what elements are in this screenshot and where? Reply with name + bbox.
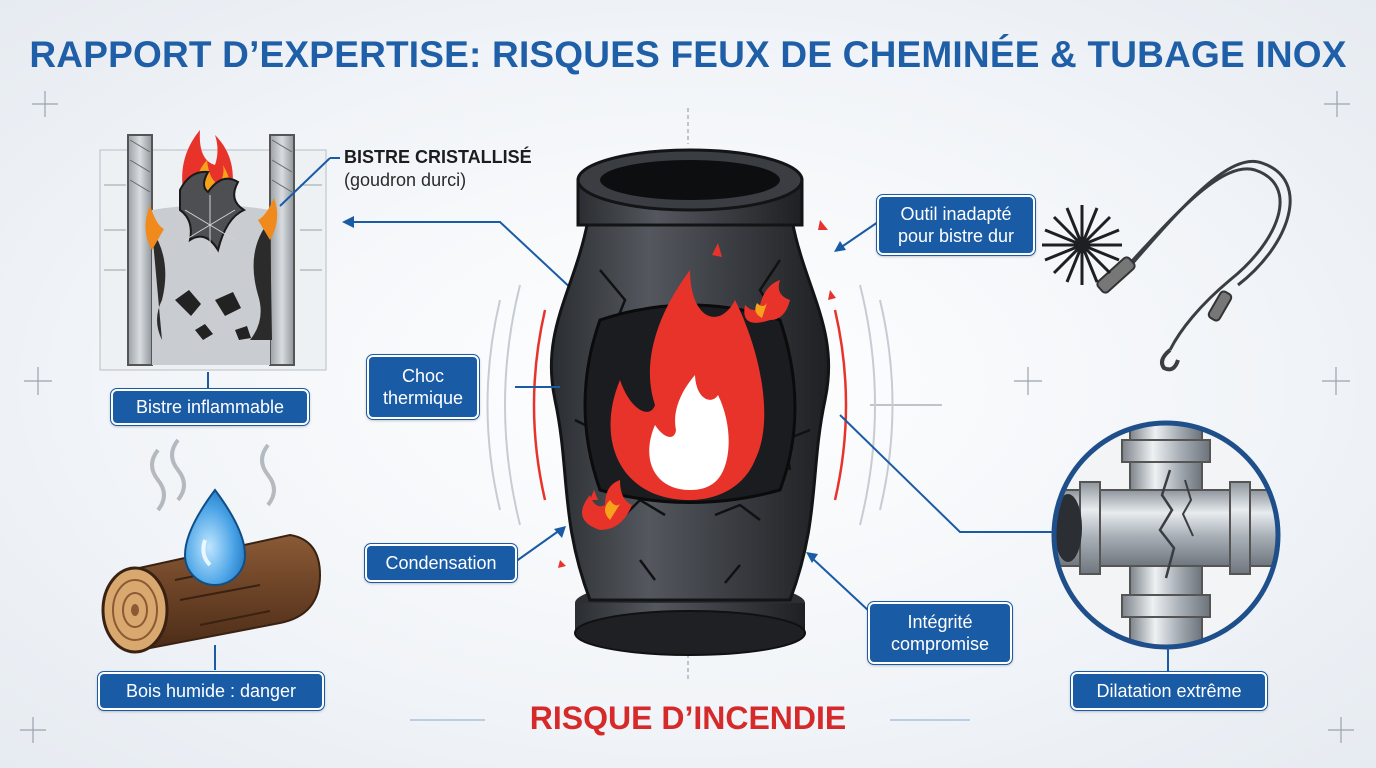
label-text: Condensation [385,553,497,573]
label-line-1: Intégrité [907,612,973,632]
label-line-2: compromise [890,634,990,654]
label-line-1: Outil inadapté [900,204,1012,224]
crosshair-marks [20,91,1354,743]
water-drop-icon [183,488,247,586]
label-bistre-inflammable: Bistre inflammable [110,388,310,426]
label-integrite-compromise: Intégrité compromise [867,601,1013,665]
label-line-2: thermique [382,388,464,408]
label-text: Dilatation extrême [1096,681,1242,701]
label-text: Bistre inflammable [135,397,285,417]
flame-icon [486,148,894,656]
label-line-2: pour bistre dur [897,226,1015,246]
callout-bistre-sub: (goudron durci) [344,170,467,190]
chimney-flue-icon [99,130,327,371]
label-outil-inadapte: Outil inadapté pour bistre dur [876,194,1036,256]
page-title: RAPPORT D’EXPERTISE: RISQUES FEUX DE CHE… [29,34,1347,75]
log-icon [101,438,322,670]
callout-bistre-title: BISTRE CRISTALLISÉ [344,147,532,167]
brush-icon [1042,159,1292,372]
label-text: Bois humide : danger [125,681,297,701]
pipe-tee-icon [1051,420,1281,672]
risk-title: RISQUE D’INCENDIE [529,700,847,736]
label-choc-thermique: Choc thermique [366,354,480,420]
label-dilatation-extreme: Dilatation extrême [1070,671,1268,711]
label-condensation: Condensation [364,543,518,583]
label-line-1: Choc [401,366,445,386]
label-bois-humide: Bois humide : danger [97,671,325,711]
